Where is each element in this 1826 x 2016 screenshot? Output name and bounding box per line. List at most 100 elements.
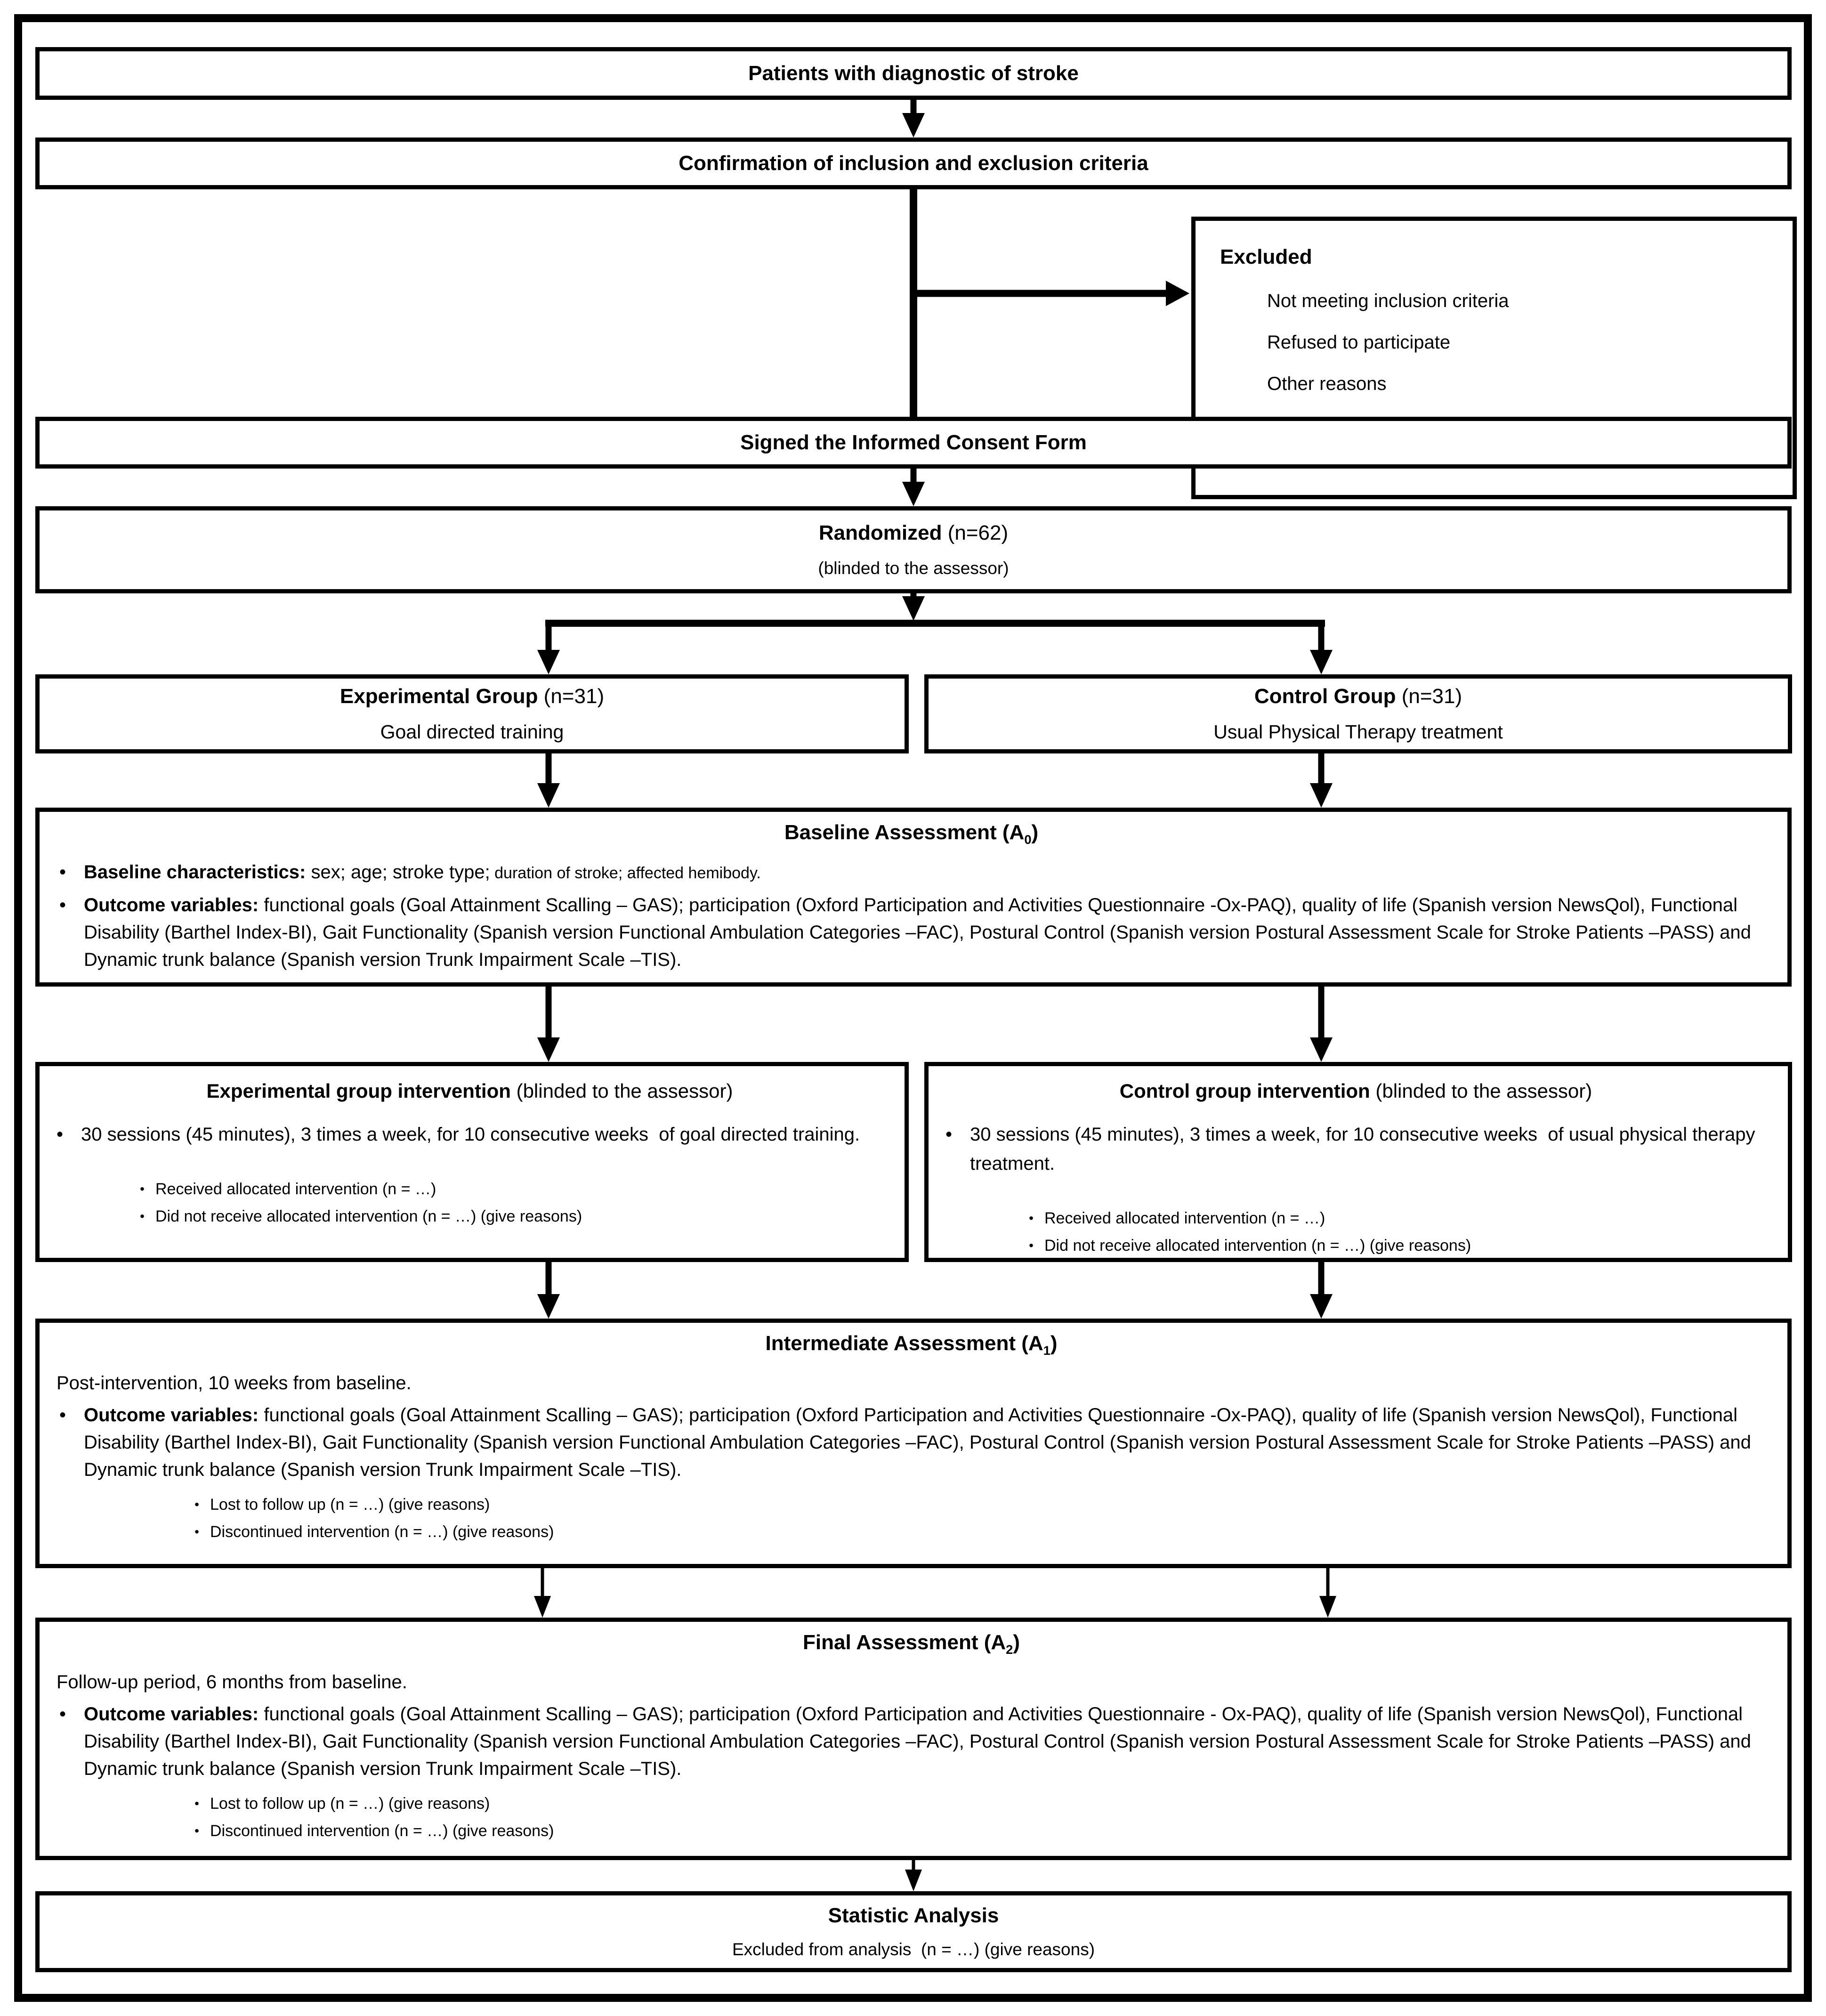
arrowhead-down-icon — [537, 650, 560, 674]
intermediate-subbullets: • Lost to follow up (n = …) (give reason… — [184, 1491, 1766, 1546]
experimental-intervention-box: Experimental group intervention (blinded… — [35, 1062, 909, 1262]
arrow-control-to-intermediate — [1307, 1262, 1335, 1319]
arrow-consent-to-randomized — [899, 469, 928, 506]
arrowhead-down-icon — [1310, 650, 1333, 674]
arrowhead-down-icon — [534, 1596, 551, 1618]
arrowhead-down-icon — [1310, 1037, 1333, 1062]
statistic-analysis-box: Statistic Analysis Excluded from analysi… — [35, 1891, 1792, 1972]
arrow-randomized-to-split — [899, 593, 928, 621]
sub-bullet: • Did not receive allocated intervention… — [1018, 1232, 1769, 1259]
sub-bullet: • Did not receive allocated intervention… — [129, 1203, 886, 1230]
intermediate-title: Intermediate Assessment (A1) — [765, 1332, 1058, 1358]
arrowhead-down-icon — [1319, 1596, 1336, 1618]
bullet-icon: • — [194, 1524, 199, 1539]
experimental-group-title: Experimental Group (n=31) — [339, 685, 605, 708]
bullet-icon: • — [57, 1124, 64, 1145]
line-confirmation-to-consent — [910, 189, 917, 417]
experimental-group-box: Experimental Group (n=31) Goal directed … — [35, 674, 909, 753]
arrowhead-down-icon — [1310, 783, 1333, 808]
bullet-icon: • — [59, 894, 66, 915]
bullet-icon: • — [59, 861, 66, 883]
arrow-patients-to-confirmation — [899, 100, 928, 138]
sub-bullet: • Discontinued intervention (n = …) (giv… — [184, 1518, 1766, 1546]
excluded-item: Other reasons — [1267, 373, 1387, 394]
experimental-intervention-title: Experimental group intervention (blinded… — [206, 1080, 733, 1102]
final-assessment-box: Final Assessment (A2) Follow-up period, … — [35, 1618, 1792, 1860]
arrowhead-down-icon — [902, 482, 925, 506]
arrowhead-down-icon — [1310, 1294, 1333, 1319]
baseline-assessment-box: Baseline Assessment (A0) • Baseline char… — [35, 808, 1792, 987]
arrowhead-right-icon — [1166, 281, 1189, 306]
control-intervention-subbullets: • Received allocated intervention (n = …… — [1018, 1205, 1769, 1259]
final-lead: Follow-up period, 6 months from baseline… — [57, 1671, 407, 1692]
arrow-to-excluded — [917, 281, 1189, 306]
arrow-split-to-control — [1307, 624, 1335, 674]
arrow-baseline-to-experimental-intervention — [534, 987, 563, 1062]
baseline-characteristics: • Baseline characteristics: sex; age; st… — [57, 858, 1766, 887]
bullet-icon: • — [59, 1404, 66, 1425]
baseline-outcome-variables: • Outcome variables: functional goals (G… — [57, 891, 1766, 973]
statistic-subtitle: Excluded from analysis (n = …) (give rea… — [732, 1940, 1095, 1959]
control-group-subtitle: Usual Physical Therapy treatment — [1213, 721, 1503, 743]
excluded-title: Excluded — [1220, 245, 1312, 268]
sub-bullet: • Discontinued intervention (n = …) (giv… — [184, 1817, 1766, 1845]
experimental-intervention-subbullets: • Received allocated intervention (n = …… — [129, 1175, 886, 1230]
split-bar — [545, 620, 1325, 627]
statistic-title: Statistic Analysis — [828, 1903, 999, 1927]
bullet-icon: • — [59, 1703, 66, 1725]
arrowhead-down-icon — [537, 1294, 560, 1319]
intermediate-assessment-box: Intermediate Assessment (A1) Post-interv… — [35, 1319, 1792, 1568]
arrow-final-to-statistic — [899, 1860, 928, 1891]
excluded-items: Not meeting inclusion criteria Refused t… — [1267, 280, 1778, 405]
arrow-baseline-to-control-intervention — [1307, 987, 1335, 1062]
bullet-icon: • — [194, 1796, 199, 1811]
bullet-icon: • — [140, 1209, 145, 1223]
sub-bullet: • Lost to follow up (n = …) (give reason… — [184, 1491, 1766, 1518]
final-outcome-variables: • Outcome variables: functional goals (G… — [57, 1700, 1766, 1782]
sub-bullet: • Lost to follow up (n = …) (give reason… — [184, 1790, 1766, 1817]
patients-title: Patients with diagnostic of stroke — [748, 61, 1079, 85]
outer-border — [14, 14, 1812, 2002]
baseline-title: Baseline Assessment (A0) — [784, 821, 1039, 847]
control-intervention-title: Control group intervention (blinded to t… — [1119, 1080, 1592, 1102]
sub-bullet: • Received allocated intervention (n = …… — [129, 1175, 886, 1203]
bullet-icon: • — [945, 1124, 953, 1145]
control-intervention-bullet: • 30 sessions (45 minutes), 3 times a we… — [943, 1120, 1769, 1178]
confirmation-title: Confirmation of inclusion and exclusion … — [679, 151, 1148, 175]
sub-bullet: • Received allocated intervention (n = …… — [1018, 1205, 1769, 1232]
experimental-intervention-bullet: • 30 sessions (45 minutes), 3 times a we… — [54, 1120, 886, 1149]
arrowhead-down-icon — [905, 1870, 922, 1891]
arrow-split-to-experimental — [534, 624, 563, 674]
arrowhead-down-icon — [902, 113, 925, 138]
control-group-box: Control Group (n=31) Usual Physical Ther… — [924, 674, 1792, 753]
final-title: Final Assessment (A2) — [803, 1631, 1020, 1657]
randomized-box: Randomized (n=62) (blinded to the assess… — [35, 506, 1792, 593]
bullet-icon: • — [140, 1182, 145, 1196]
final-subbullets: • Lost to follow up (n = …) (give reason… — [184, 1790, 1766, 1845]
arrowhead-down-icon — [537, 783, 560, 808]
arrowhead-down-icon — [902, 596, 925, 621]
bullet-icon: • — [194, 1497, 199, 1512]
bullet-icon: • — [194, 1823, 199, 1838]
randomized-subtitle: (blinded to the assessor) — [818, 558, 1009, 578]
excluded-item: Not meeting inclusion criteria — [1267, 291, 1509, 311]
intermediate-outcome-variables: • Outcome variables: functional goals (G… — [57, 1401, 1766, 1483]
arrow-intermediate-to-final-right — [1314, 1568, 1342, 1618]
consent-title: Signed the Informed Consent Form — [740, 430, 1087, 454]
experimental-group-subtitle: Goal directed training — [380, 721, 564, 743]
confirmation-box: Confirmation of inclusion and exclusion … — [35, 138, 1792, 189]
arrow-experimental-to-baseline — [534, 753, 563, 808]
arrow-experimental-to-intermediate — [534, 1262, 563, 1319]
arrowhead-down-icon — [537, 1037, 560, 1062]
control-intervention-box: Control group intervention (blinded to t… — [924, 1062, 1792, 1262]
bullet-icon: • — [1029, 1238, 1034, 1253]
arrow-intermediate-to-final-left — [528, 1568, 557, 1618]
arrow-control-to-baseline — [1307, 753, 1335, 808]
bullet-icon: • — [1029, 1211, 1034, 1225]
excluded-item: Refused to participate — [1267, 332, 1451, 353]
randomized-title: Randomized (n=62) — [818, 521, 1009, 545]
patients-box: Patients with diagnostic of stroke — [35, 47, 1792, 100]
consent-box: Signed the Informed Consent Form — [35, 417, 1792, 469]
control-group-title: Control Group (n=31) — [1254, 685, 1462, 708]
